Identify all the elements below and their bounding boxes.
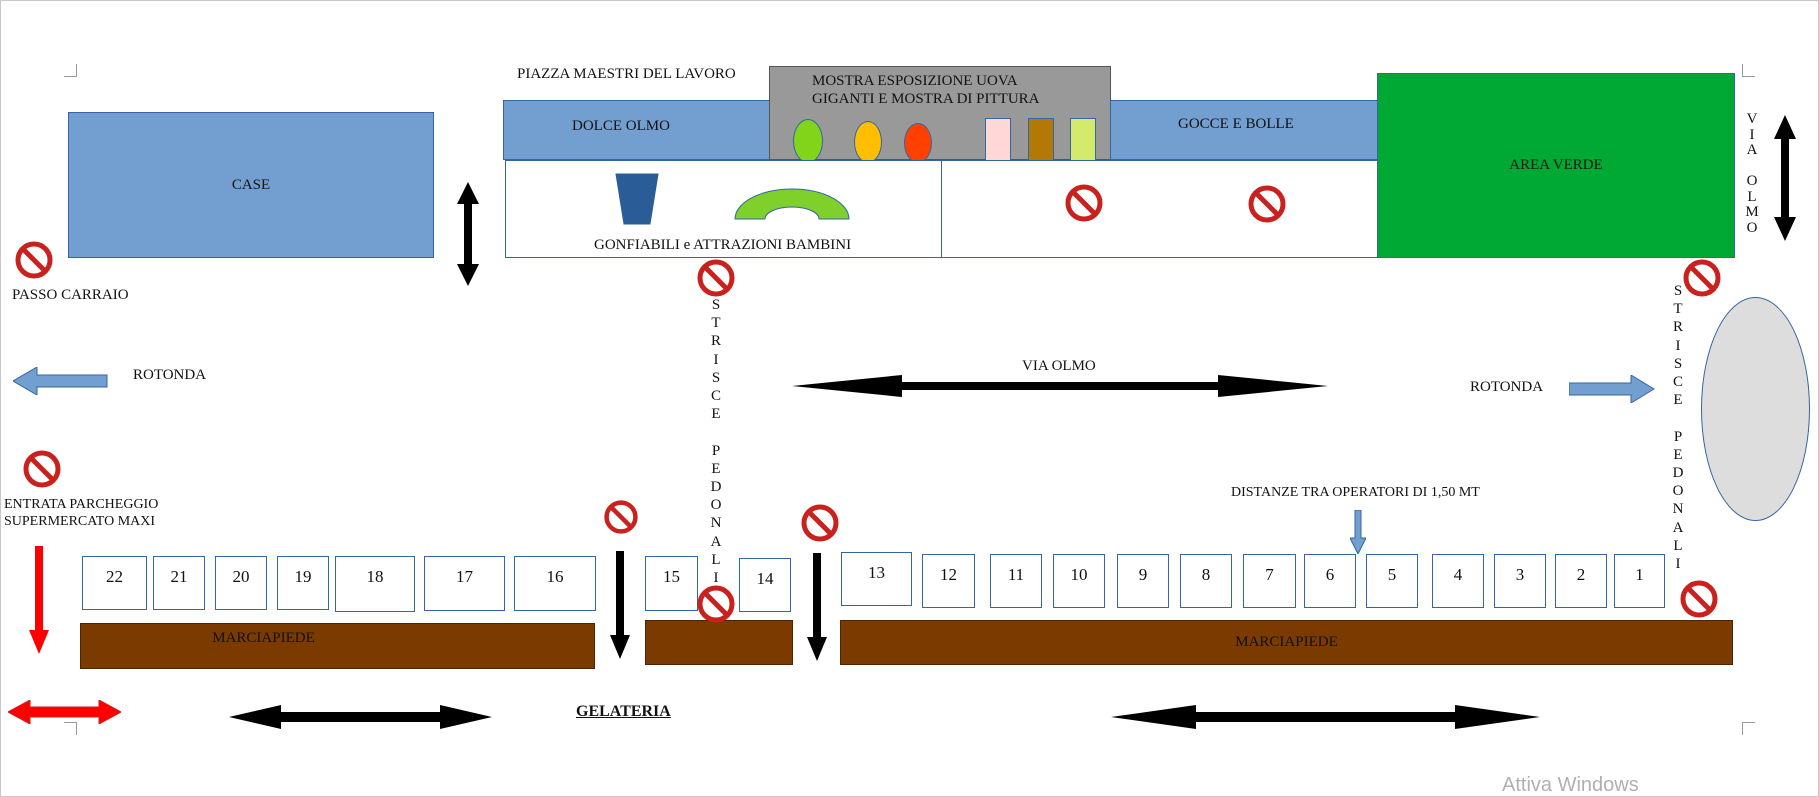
no-entry-icon xyxy=(603,499,639,535)
gocce-bolle-label: GOCCE E BOLLE xyxy=(1178,116,1294,132)
via-olmo-road-label: VIA OLMO xyxy=(1022,358,1096,374)
strisce-pedonali-left-label: S T R I S C E P E D O N A L I xyxy=(710,297,722,587)
double-arrow-icon xyxy=(457,182,479,291)
via-olmo-vertical-label: V I A O L M O xyxy=(1745,111,1759,236)
no-entry-icon xyxy=(1679,579,1719,619)
mostra-label-line2: GIGANTI E MOSTRA DI PITTURA xyxy=(812,91,1040,107)
bucket-inflatable-icon xyxy=(615,173,659,230)
gonfiabili-label: GONFIABILI e ATTRAZIONI BAMBINI xyxy=(594,237,852,253)
marciapiede-left: MARCIAPIEDE xyxy=(80,623,595,669)
no-entry-icon xyxy=(696,584,736,624)
area-verde-block: AREA VERDE xyxy=(1377,73,1735,258)
painting-lime-shape xyxy=(1070,118,1096,161)
stall-14: 14 xyxy=(739,558,791,612)
double-arrow-icon xyxy=(1774,115,1796,246)
no-entry-icon xyxy=(696,258,736,298)
case-block: CASE xyxy=(68,112,434,258)
stall-21: 21 xyxy=(153,556,205,610)
marciapiede-middle xyxy=(645,620,793,665)
direction-arrow-icon xyxy=(1568,374,1655,408)
stall-11: 11 xyxy=(990,554,1042,608)
area-verde-label: AREA VERDE xyxy=(1509,157,1603,173)
free-area-right xyxy=(941,160,1378,258)
strisce-pedonali-right-label: S T R I S C E P E D O N A L I xyxy=(1672,283,1684,573)
egg-green-shape xyxy=(793,119,823,163)
windows-activation-watermark: Attiva Windows xyxy=(1502,774,1639,796)
stall-5: 5 xyxy=(1366,554,1418,608)
gelateria-label: GELATERIA xyxy=(576,703,671,721)
rotonda-right-label: ROTONDA xyxy=(1470,379,1544,395)
dolce-olmo-block: DOLCE OLMO xyxy=(503,100,770,160)
direction-arrow-icon xyxy=(12,366,108,400)
marciapiede-right: MARCIAPIEDE xyxy=(840,620,1733,665)
stall-2: 2 xyxy=(1555,554,1607,608)
distance-arrow-icon xyxy=(1349,509,1367,559)
corner-mark xyxy=(1742,64,1755,77)
corner-mark xyxy=(64,64,77,77)
no-entry-icon xyxy=(1682,258,1722,298)
dolce-olmo-label: DOLCE OLMO xyxy=(572,118,670,134)
double-arrow-icon xyxy=(1111,705,1540,734)
corner-mark xyxy=(1742,722,1755,735)
stall-6: 6 xyxy=(1304,554,1356,608)
egg-yellow-shape xyxy=(854,121,882,163)
no-entry-icon xyxy=(22,449,62,489)
gocce-bolle-block: GOCCE E BOLLE xyxy=(1110,100,1378,160)
roundabout-shape xyxy=(1701,297,1810,521)
entrance-double-arrow-icon xyxy=(6,699,123,729)
passo-carraio-label: PASSO CARRAIO xyxy=(12,287,129,303)
stall-18: 18 xyxy=(335,556,415,612)
no-entry-icon xyxy=(1064,183,1104,223)
stall-9: 9 xyxy=(1117,554,1169,608)
gelateria-text: GELATERIA xyxy=(576,703,671,720)
stall-8: 8 xyxy=(1180,554,1232,608)
double-arrow-icon xyxy=(792,375,1328,402)
no-entry-icon xyxy=(14,240,54,280)
stall-17: 17 xyxy=(424,556,505,611)
marciapiede-left-label: MARCIAPIEDE xyxy=(212,629,315,646)
no-entry-icon xyxy=(1247,184,1287,224)
gonfiabili-area: GONFIABILI e ATTRAZIONI BAMBINI xyxy=(505,160,942,258)
stall-12: 12 xyxy=(922,554,975,608)
double-arrow-icon xyxy=(229,705,492,734)
entrata-label-line2: SUPERMERCATO MAXI xyxy=(4,514,156,529)
painting-brown-shape xyxy=(1028,118,1054,161)
entrata-label-line1: ENTRATA PARCHEGGIO xyxy=(4,497,159,512)
stall-13: 13 xyxy=(841,552,912,606)
entrance-arrow-icon xyxy=(29,546,49,659)
stall-19: 19 xyxy=(277,556,329,610)
down-arrow-icon xyxy=(610,551,630,664)
piazza-label: PIAZZA MAESTRI DEL LAVORO xyxy=(517,66,736,82)
distanze-label: DISTANZE TRA OPERATORI DI 1,50 MT xyxy=(1231,485,1480,500)
stall-4: 4 xyxy=(1432,554,1484,608)
arch-inflatable-icon xyxy=(733,188,851,226)
stall-20: 20 xyxy=(215,556,267,610)
stall-15: 15 xyxy=(645,556,698,611)
stall-16: 16 xyxy=(514,556,596,611)
stall-1: 1 xyxy=(1614,554,1665,608)
egg-red-shape xyxy=(904,123,932,163)
rotonda-left-label: ROTONDA xyxy=(133,367,207,383)
stall-7: 7 xyxy=(1243,554,1296,608)
marciapiede-right-label: MARCIAPIEDE xyxy=(1235,634,1338,650)
stall-3: 3 xyxy=(1494,554,1546,608)
no-entry-icon xyxy=(800,503,840,543)
down-arrow-icon xyxy=(807,553,827,666)
stall-10: 10 xyxy=(1053,554,1105,608)
mostra-label-line1: MOSTRA ESPOSIZIONE UOVA xyxy=(812,73,1018,89)
mostra-exhibit-block: MOSTRA ESPOSIZIONE UOVA GIGANTI E MOSTRA… xyxy=(769,66,1111,160)
painting-pink-shape xyxy=(985,118,1011,161)
stall-22: 22 xyxy=(82,556,147,610)
corner-mark xyxy=(64,722,77,735)
case-label: CASE xyxy=(231,176,271,193)
